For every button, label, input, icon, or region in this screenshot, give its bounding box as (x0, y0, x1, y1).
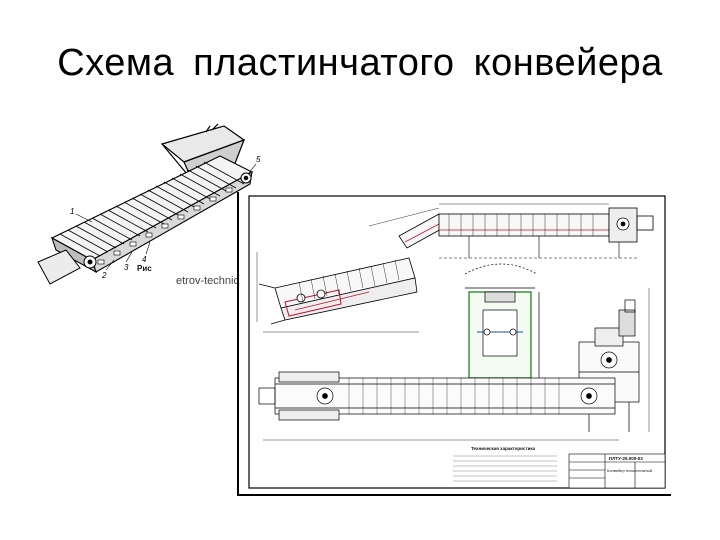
upper-conveyor (398, 207, 654, 249)
title-block-name: Конвейер пластинчатый (607, 468, 652, 473)
belt-body (50, 155, 254, 274)
part-label-1: 1 (70, 207, 74, 216)
engineering-drawing: Техническая характеристика ПЛТУ-25.000-0… (237, 192, 671, 496)
part-label-5: 5 (256, 155, 261, 164)
part-label-2: 2 (101, 271, 107, 280)
title-block (568, 453, 666, 489)
notes-header: Техническая характеристика (471, 446, 536, 451)
slide-title: Схема пластинчатого конвейера (57, 42, 663, 84)
tail-chute (37, 172, 252, 285)
upper-supports (439, 236, 639, 259)
chain (97, 187, 233, 265)
conveyor-sketch: 1 2 3 4 5 (34, 122, 270, 290)
plan-view (258, 371, 616, 421)
belt-plates (59, 161, 245, 257)
notes-lines (453, 455, 557, 482)
watermark-text: etrov-technic (176, 275, 239, 287)
inclined-ribs (298, 259, 400, 303)
leader-lines (75, 163, 257, 271)
plan-ribs (348, 378, 560, 414)
sketch-caption: Рис (137, 264, 152, 273)
part-label-3: 3 (124, 263, 129, 272)
inclined-section (258, 257, 418, 325)
title-block-code: ПЛТУ-25.000-03 (609, 456, 643, 461)
cross-section (464, 263, 540, 379)
upper-ribs (448, 214, 594, 236)
drawing-frame (248, 195, 666, 489)
part-label-4: 4 (142, 255, 147, 264)
dimension-lines (256, 203, 650, 441)
